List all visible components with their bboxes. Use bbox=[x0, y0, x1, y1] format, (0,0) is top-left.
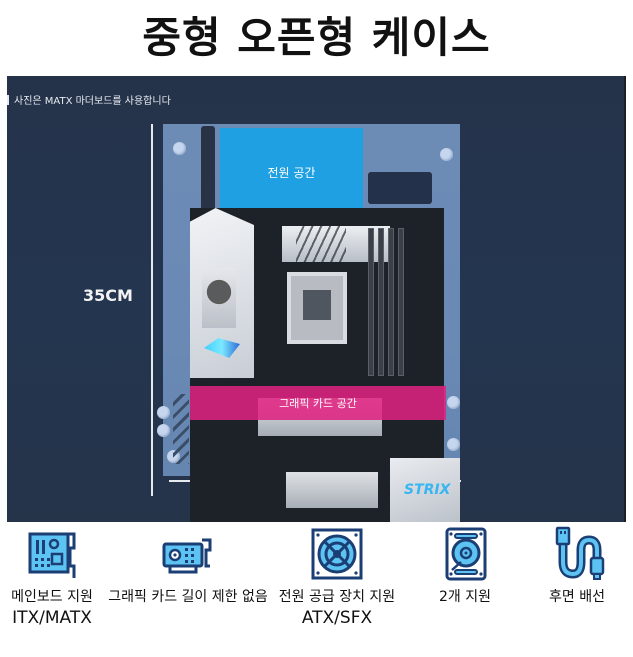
graphics-card-icon bbox=[162, 538, 212, 574]
feature-power-supply: 전원 공급 장치 지원 ATX/SFX bbox=[262, 526, 412, 628]
motherboard-icon bbox=[28, 532, 76, 578]
ram-slot bbox=[368, 228, 374, 376]
height-dimension-line bbox=[151, 124, 153, 496]
cable-cutout bbox=[368, 172, 432, 204]
standoff-icon bbox=[157, 406, 170, 419]
psu-zone-label: 전원 공간 bbox=[267, 165, 316, 180]
case-diagram: 사진은 MATX 마더보드를 사용합니다 35CM 29CM 전원 공간 bbox=[7, 76, 626, 522]
feature-sub: ATX/SFX bbox=[301, 608, 373, 628]
feature-label: 메인보드 지원 bbox=[11, 589, 93, 605]
lower-heatsink bbox=[286, 472, 378, 508]
gpu-zone-label: 그래픽 카드 공간 bbox=[279, 397, 357, 410]
heatsink-artwork bbox=[202, 268, 236, 328]
ram-slot bbox=[398, 228, 404, 376]
feature-rear-cabling: 후면 배선 bbox=[532, 526, 622, 608]
photo-note: 사진은 MATX 마더보드를 사용합니다 bbox=[7, 92, 171, 107]
motherboard-photo: STRIX bbox=[190, 208, 460, 522]
feature-motherboard: 메인보드 지원 ITX/MATX bbox=[2, 526, 102, 628]
feature-label: 전원 공급 장치 지원 bbox=[278, 589, 396, 605]
height-dimension-label: 35CM bbox=[83, 286, 133, 305]
power-supply-icon bbox=[311, 528, 363, 580]
chipset-heatsink: STRIX bbox=[390, 458, 460, 522]
feature-label: 2개 지원 bbox=[439, 589, 491, 605]
hard-drive-icon bbox=[445, 527, 487, 581]
feature-list: 메인보드 지원 ITX/MATX 그래픽 카드 길이 제한 없음 전원 공급 장… bbox=[0, 526, 633, 657]
feature-sub: ITX/MATX bbox=[12, 608, 92, 628]
feature-label: 후면 배선 bbox=[549, 589, 605, 605]
feature-hard-drive: 2개 지원 bbox=[420, 526, 510, 608]
strix-logo: STRIX bbox=[404, 482, 451, 498]
standoff-icon bbox=[447, 396, 460, 409]
standoff-icon bbox=[440, 148, 453, 161]
frame-edge bbox=[624, 76, 626, 522]
feature-graphics-card: 그래픽 카드 길이 제한 없음 bbox=[108, 526, 268, 608]
standoff-icon bbox=[173, 142, 186, 155]
psu-zone: 전원 공간 bbox=[220, 128, 363, 216]
gpu-zone: 그래픽 카드 공간 bbox=[190, 386, 446, 420]
feature-label: 그래픽 카드 길이 제한 없음 bbox=[108, 589, 268, 605]
psu-bracket bbox=[201, 126, 215, 218]
motherboard-tray: 전원 공간 STRIX 그래픽 카드 공간 bbox=[157, 124, 460, 522]
standoff-icon bbox=[447, 438, 460, 451]
ram-slot bbox=[378, 228, 384, 376]
ram-slot bbox=[388, 228, 394, 376]
standoff-icon bbox=[157, 424, 170, 437]
side-rail bbox=[173, 394, 189, 464]
cpu-socket bbox=[287, 272, 347, 344]
page-title: 중형 오픈형 케이스 bbox=[142, 13, 491, 62]
cable-icon bbox=[555, 526, 605, 580]
